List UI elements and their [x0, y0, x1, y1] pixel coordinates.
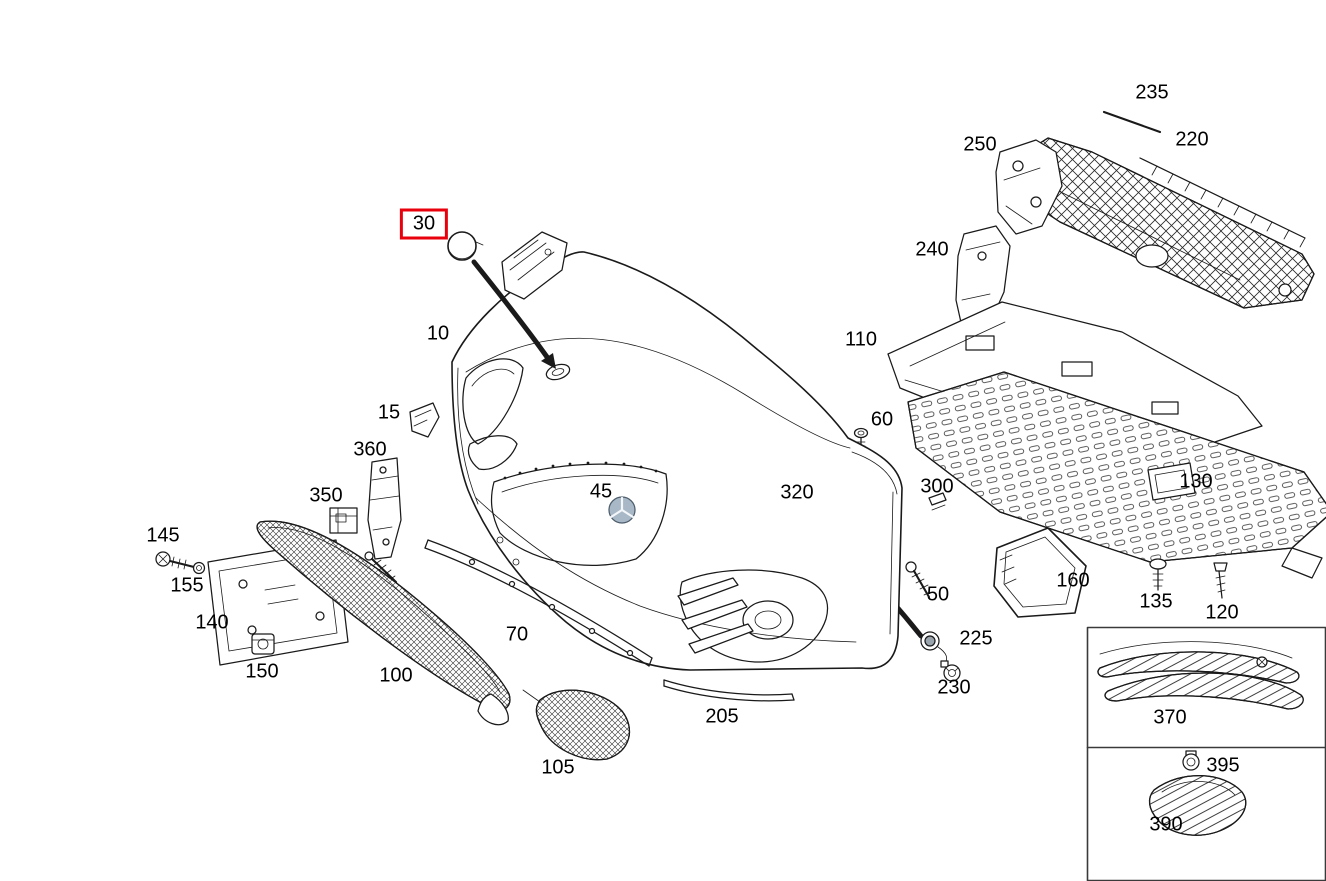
- cover-15: [409, 402, 440, 438]
- bracket-250: [995, 139, 1063, 235]
- part-label-155[interactable]: 155: [170, 574, 204, 597]
- clip-150: [251, 633, 275, 655]
- part-label-120[interactable]: 120: [1205, 601, 1239, 624]
- grille-insert-105: [522, 689, 631, 761]
- bracket-360: [367, 457, 402, 560]
- part-label-100[interactable]: 100: [379, 664, 413, 687]
- part-label-110[interactable]: 110: [845, 328, 877, 351]
- trim-strip-70: [424, 539, 653, 667]
- bracket-130: [1147, 462, 1196, 501]
- tow-hook-cover-30: [447, 231, 484, 261]
- grommet-395: [1182, 750, 1200, 771]
- part-label-390[interactable]: 390: [1149, 813, 1183, 836]
- grille-trim-390: [1148, 774, 1247, 836]
- part-label-145[interactable]: 145: [146, 524, 180, 547]
- part-label-150[interactable]: 150: [245, 660, 279, 683]
- washer-155: [192, 561, 206, 575]
- bolt-50: [905, 561, 931, 599]
- part-label-360[interactable]: 360: [353, 438, 387, 461]
- part-label-300[interactable]: 300: [920, 475, 954, 498]
- part-label-225[interactable]: 225: [959, 627, 993, 650]
- cowl-comb-seal-220: [1139, 157, 1306, 248]
- part-label-140[interactable]: 140: [195, 611, 229, 634]
- part-label-230[interactable]: 230: [937, 676, 971, 699]
- part-label-130[interactable]: 130: [1179, 470, 1213, 493]
- parking-sensor-225: [920, 631, 949, 668]
- trim-strip-205: [663, 679, 795, 702]
- part-label-250[interactable]: 250: [963, 133, 997, 156]
- clip-120: [1213, 562, 1228, 599]
- part-label-135[interactable]: 135: [1139, 590, 1173, 613]
- upper-bracket: [501, 231, 568, 300]
- part-label-30[interactable]: 30: [399, 208, 449, 240]
- part-label-320[interactable]: 320: [780, 481, 814, 504]
- part-label-70[interactable]: 70: [505, 623, 529, 646]
- mounting-arrow-30: [471, 259, 556, 369]
- cowl-seal-strip-235: [1102, 110, 1162, 134]
- part-label-350[interactable]: 350: [309, 484, 343, 507]
- part-label-50[interactable]: 50: [926, 583, 950, 606]
- retaining-ring-230: [943, 664, 961, 682]
- underbody-panel-ribbed: [907, 371, 1326, 579]
- rivet-135: [1149, 558, 1167, 591]
- grille-trim-370: [1097, 641, 1304, 710]
- part-label-220[interactable]: 220: [1175, 128, 1209, 151]
- closing-panel-160: [993, 527, 1087, 618]
- part-label-240[interactable]: 240: [915, 238, 949, 261]
- part-label-160[interactable]: 160: [1056, 569, 1090, 592]
- part-label-45[interactable]: 45: [589, 480, 613, 503]
- part-label-370[interactable]: 370: [1153, 706, 1187, 729]
- clip-300: [928, 492, 947, 511]
- part-label-395[interactable]: 395: [1206, 754, 1240, 777]
- part-label-205[interactable]: 205: [705, 705, 739, 728]
- star-emblem-45: [608, 496, 636, 524]
- part-label-105[interactable]: 105: [541, 756, 575, 779]
- screw-145: [155, 551, 196, 570]
- front-bumper-cover-10: [451, 251, 903, 671]
- sensor-holder-350: [329, 507, 398, 584]
- part-label-60[interactable]: 60: [870, 408, 894, 431]
- grille-strip-100: [256, 520, 511, 726]
- part-label-235[interactable]: 235: [1135, 81, 1169, 104]
- part-label-15[interactable]: 15: [377, 401, 401, 424]
- part-label-10[interactable]: 10: [426, 322, 450, 345]
